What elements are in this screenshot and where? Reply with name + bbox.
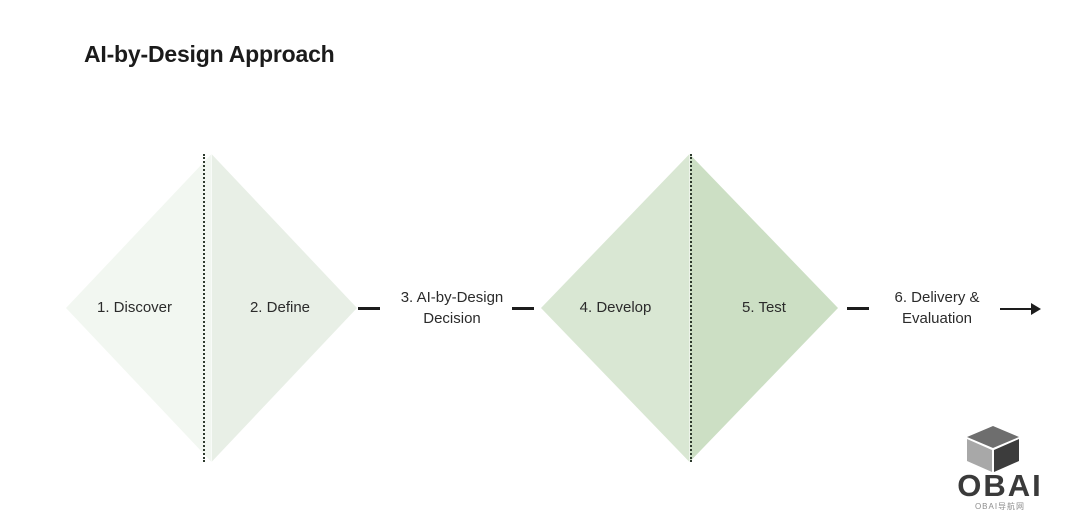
connector-dash-before-decision	[358, 307, 380, 310]
divider-discover-define	[203, 154, 205, 462]
logo-subtext: OBAI导航网	[974, 502, 1026, 511]
phase-label-discover: 1. Discover	[96, 299, 173, 316]
connector-dash-after-decision	[512, 307, 534, 310]
phase-label-line1: 3. AI-by-Design	[400, 289, 504, 306]
phase-label-line1: 6. Delivery &	[894, 289, 980, 306]
phase-label-line2: Evaluation	[901, 310, 973, 327]
page-title: AI-by-Design Approach	[84, 41, 335, 67]
connector-dash-before-delivery	[847, 307, 869, 310]
watermark-logo: OBAI OBAI导航网	[936, 424, 1064, 512]
diamond-discover-define	[66, 154, 357, 462]
divider-develop-test	[690, 154, 692, 462]
phase-label-delivery-evaluation: 6. Delivery & Evaluation	[874, 287, 1000, 329]
phase-label-test: 5. Test	[742, 299, 786, 316]
cube-icon	[967, 426, 1019, 472]
phase-label-define: 2. Define	[249, 299, 311, 316]
logo-wordmark: OBAI	[957, 468, 1043, 503]
phase-label-develop: 4. Develop	[579, 299, 652, 316]
diamond-develop-test	[541, 154, 838, 462]
arrow-right-icon	[1000, 303, 1041, 315]
phase-label-ai-by-design-decision: 3. AI-by-Design Decision	[384, 287, 520, 329]
phase-label-line2: Decision	[423, 310, 481, 327]
